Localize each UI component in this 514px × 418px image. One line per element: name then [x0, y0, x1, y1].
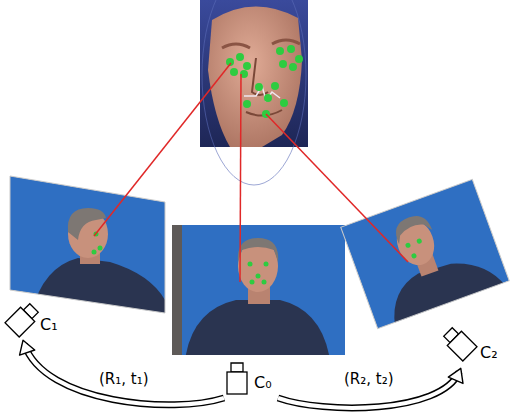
illustration-part	[98, 246, 103, 251]
correspondence-line	[94, 63, 231, 236]
nose	[252, 58, 268, 95]
correspondence-line	[240, 74, 241, 282]
photo-frame	[341, 179, 509, 328]
photo-background	[341, 179, 509, 328]
brow	[272, 40, 300, 44]
shirt	[30, 258, 165, 320]
camera-node: C₂	[440, 320, 504, 372]
illustration-part	[271, 82, 279, 90]
camera-label: C₂	[480, 344, 498, 362]
illustration-part	[287, 45, 295, 53]
camera-label: C₁	[40, 316, 58, 334]
shirt	[185, 300, 330, 355]
arrow-head	[448, 368, 463, 383]
shirt	[381, 247, 506, 327]
illustration-part	[264, 262, 269, 267]
arrow-head	[20, 340, 35, 355]
arrow-body	[24, 344, 224, 405]
photo-edge	[172, 225, 182, 355]
camera-shape	[227, 363, 247, 394]
illustration-part	[262, 280, 267, 285]
arrow-outline	[24, 344, 224, 405]
transform-label: (R₁, t₁)	[96, 370, 152, 388]
camera-node: C₁	[4, 298, 62, 344]
hair	[391, 211, 433, 244]
landmark-dots	[92, 232, 103, 255]
camera-lens	[231, 363, 243, 372]
illustration-part	[280, 99, 288, 107]
illustration-part	[92, 250, 97, 255]
correspondence-line	[266, 114, 408, 262]
photo-right	[341, 179, 511, 332]
camera-body	[5, 307, 35, 337]
face-model	[200, 0, 308, 185]
illustration-part	[411, 253, 417, 259]
landmark-dots	[405, 238, 427, 260]
illustration-part	[289, 63, 297, 71]
hair	[238, 238, 278, 262]
camera-label: C₀	[254, 374, 272, 392]
photo-frame	[10, 176, 165, 313]
illustration-part	[295, 55, 303, 63]
illustration-part	[250, 280, 255, 285]
camera-shape	[5, 301, 41, 337]
transform-arrow	[20, 340, 224, 405]
illustration-part	[230, 68, 238, 76]
hair	[68, 208, 106, 240]
illustration-part	[264, 94, 272, 102]
illustration-part	[236, 53, 244, 61]
photo-center	[172, 225, 345, 355]
model-grid	[202, 0, 306, 185]
illustration-part	[255, 83, 263, 91]
photo-left	[10, 176, 165, 320]
face-surface	[208, 6, 302, 147]
landmark-dots	[248, 262, 269, 285]
landmark-dots	[226, 45, 303, 118]
illustration-part	[248, 262, 253, 267]
transform-label: (R₂, t₂)	[341, 370, 397, 388]
illustration-part	[416, 238, 422, 244]
illustration-part	[405, 242, 411, 248]
illustration-part	[276, 47, 284, 55]
illustration-part	[341, 179, 509, 328]
illustration-part	[243, 100, 251, 108]
illustration-part	[279, 60, 287, 68]
camera-node: C₀	[224, 358, 278, 404]
correspondence-lines	[94, 63, 408, 282]
camera-shape	[441, 325, 477, 361]
transform-arrow	[278, 368, 463, 408]
model-background	[200, 0, 308, 147]
brow	[222, 44, 250, 48]
illustration-part	[256, 274, 261, 279]
illustration-part	[243, 62, 251, 70]
camera-body	[227, 372, 247, 394]
camera-body	[447, 331, 477, 361]
